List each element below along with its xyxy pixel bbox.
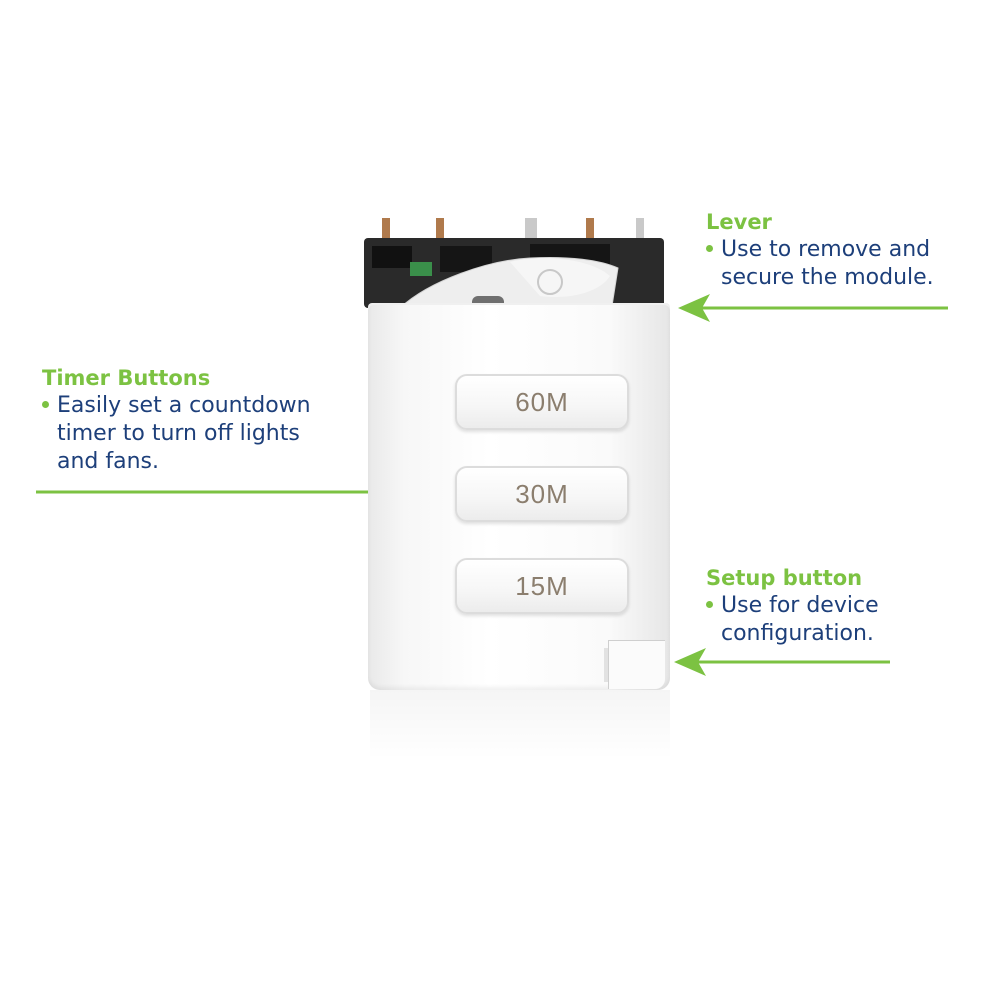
lever-callout-line-2: secure the module.	[721, 265, 934, 290]
timer-callout-title: Timer Buttons	[42, 366, 211, 390]
timer-button-60m[interactable]: 60M	[455, 374, 629, 430]
setup-callout-line-1: Use for device	[706, 592, 879, 620]
timer-callout-line-1: Easily set a countdown	[42, 392, 311, 420]
bullet-icon	[706, 244, 713, 252]
timer-button-15m[interactable]: 15M	[455, 558, 629, 614]
setup-arrow-icon	[674, 648, 890, 676]
lever-arrow-icon	[678, 294, 948, 322]
timer-button-30m[interactable]: 30M	[455, 466, 629, 522]
lever-callout: Lever Use to remove and secure the modul…	[706, 208, 934, 292]
bullet-icon	[706, 600, 713, 608]
timer-callout: Timer Buttons Easily set a countdown tim…	[42, 364, 311, 476]
timer-module-device: 60M 30M 15M	[360, 210, 680, 690]
connector-pins-icon	[364, 218, 664, 310]
timer-callout-line-3: and fans.	[57, 449, 160, 474]
lever-callout-line-1: Use to remove and	[706, 236, 934, 264]
setup-callout-title: Setup button	[706, 566, 863, 590]
timer-arrow-icon	[36, 478, 400, 506]
setup-callout-line-2: configuration.	[721, 621, 874, 646]
device-reflection	[370, 690, 670, 760]
bullet-icon	[42, 400, 49, 408]
setup-button[interactable]	[608, 640, 665, 689]
timer-callout-line-2: timer to turn off lights	[57, 421, 300, 446]
setup-callout: Setup button Use for device configuratio…	[706, 564, 879, 648]
lever-callout-title: Lever	[706, 210, 772, 234]
setup-notch	[604, 648, 608, 682]
